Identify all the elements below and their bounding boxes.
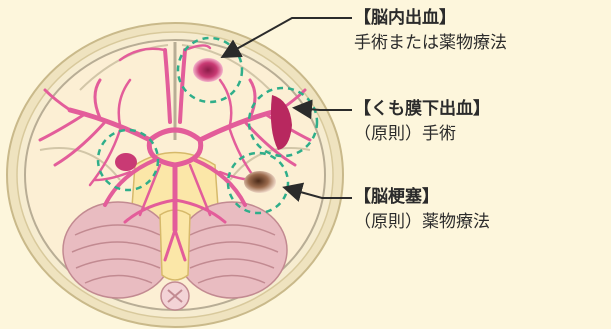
infarction-lesion-left bbox=[115, 153, 137, 171]
vermis bbox=[159, 209, 191, 281]
spinal-cord bbox=[160, 281, 190, 311]
infarction-treatment: （原則）薬物療法 bbox=[354, 212, 490, 232]
infarction-lesion-right bbox=[244, 171, 276, 193]
hemorrhage-title: 【脳内出血】 bbox=[354, 8, 456, 28]
subarachnoid-label: 【くも膜下出血】 （原則）手術 bbox=[354, 97, 490, 147]
hemorrhage-label: 【脳内出血】 手術または薬物療法 bbox=[354, 6, 507, 56]
subarachnoid-title: 【くも膜下出血】 bbox=[354, 99, 490, 119]
cerebellum bbox=[62, 201, 288, 299]
hemorrhage-lesion bbox=[193, 58, 223, 82]
hemorrhage-treatment: 手術または薬物療法 bbox=[354, 33, 507, 53]
infarction-title: 【脳梗塞】 bbox=[354, 187, 439, 207]
subarachnoid-treatment: （原則）手術 bbox=[354, 124, 456, 144]
sulcus-line bbox=[39, 147, 121, 181]
subarachnoid-lesion bbox=[270, 95, 292, 150]
sulcus-line bbox=[229, 147, 311, 181]
arrow-icon bbox=[220, 17, 352, 202]
infarction-label: 【脳梗塞】 （原則）薬物療法 bbox=[354, 185, 490, 235]
